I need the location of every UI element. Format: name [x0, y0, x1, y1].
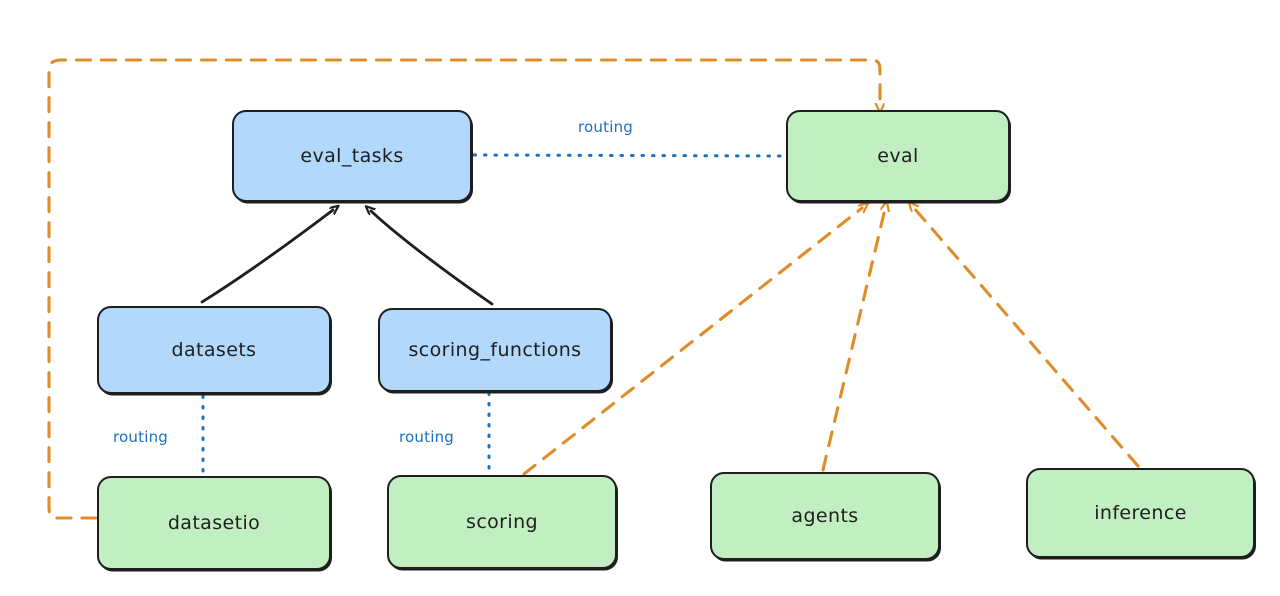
edge-datasetio-to-eval — [47, 58, 880, 520]
node-label: datasetio — [167, 512, 261, 534]
edge-datasets-to-eval-tasks — [200, 210, 333, 304]
node-inference[interactable]: inference — [1026, 468, 1255, 558]
edge-inference-to-eval — [914, 208, 1140, 468]
edge-scoring-functions-to-eval-tasks — [371, 211, 494, 306]
edge-scoring-to-eval — [522, 208, 862, 476]
node-label: eval — [877, 145, 919, 167]
node-label: inference — [1094, 502, 1187, 524]
node-scoring[interactable]: scoring — [387, 475, 617, 569]
node-label: scoring_functions — [408, 339, 582, 361]
node-label: scoring — [466, 511, 538, 533]
node-scoring-functions[interactable]: scoring_functions — [378, 308, 612, 392]
node-label: agents — [791, 505, 859, 527]
node-agents[interactable]: agents — [710, 472, 940, 560]
edge-agents-to-eval — [821, 209, 885, 472]
node-label: eval_tasks — [300, 145, 404, 167]
node-datasets[interactable]: datasets — [97, 306, 331, 394]
edge-label-routing-datasetio: routing — [113, 428, 168, 446]
node-label: datasets — [171, 339, 257, 361]
node-eval[interactable]: eval — [786, 110, 1010, 202]
node-datasetio[interactable]: datasetio — [97, 476, 331, 570]
node-eval-tasks[interactable]: eval_tasks — [232, 110, 472, 202]
edge-label-routing-eval: routing — [578, 118, 633, 136]
edge-label-routing-scoring: routing — [399, 428, 454, 446]
edge-eval-tasks-routing-eval — [472, 153, 787, 158]
